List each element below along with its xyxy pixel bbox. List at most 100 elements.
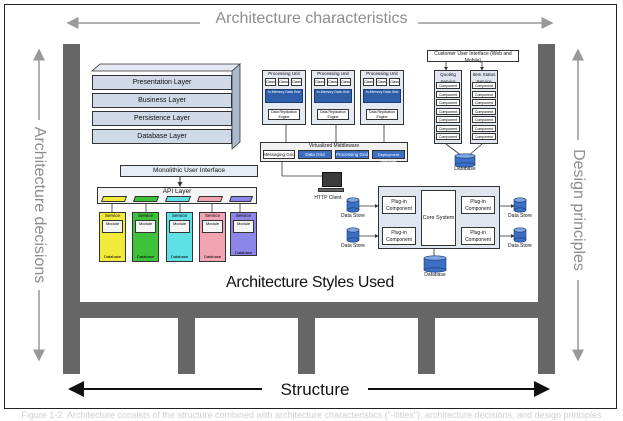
api-layer-label: API Layer [162,188,192,195]
plugin-top-right [461,196,495,214]
microservice-service-label-3: Service [171,213,187,218]
microservice-module-1: Module [102,220,123,233]
structure-frame [63,44,555,374]
api-slot-green [132,196,160,202]
customer-ui-label: Customer User Interface (Web and Mobile) [434,51,512,64]
processing-unit-class-2-1: Class [314,78,325,86]
http-client-monitor-icon [322,172,342,187]
messaging-grid-box [263,150,295,159]
foundation-beam [63,302,555,318]
processing-unit-label-3: Processing Unit [366,71,398,76]
microservice-db-label-4: Database [203,254,222,259]
architecture-decisions-label: Architecture decisions [31,126,48,284]
service-component-1-5: Component [436,116,460,123]
processing-unit-class-3-2: Class [376,78,387,86]
data-grid-label: Data Grid [305,152,325,157]
service-database-icon [454,153,476,168]
microservice-db-label-5: Database [234,250,253,255]
figure-caption: Figure 1-2. Architecture consists of the… [21,410,602,420]
service-database-label: Database [454,166,476,172]
in-memory-grid-1: In-Memory Data Grid [265,89,303,103]
data-grid-box [298,150,332,159]
persistence-layer: Persistence Layer [92,111,232,126]
datastore-bottom-left-label: Data Store [341,243,365,249]
microservice-service-label-2: Service [137,213,153,218]
processing-unit-class-2-3: Class [340,78,351,86]
microservice-db-label-1: Database [103,254,122,259]
microservice-service-label-5: Service [235,213,251,218]
microservice-service-label-4: Service [204,213,220,218]
microservice-module-4: Module [202,220,223,233]
service-component-1-7: Component [436,133,460,140]
api-slot-purple [228,196,254,202]
customer-ui-box [427,50,519,62]
service-component-2-3: Component [472,99,496,106]
replication-engine-1: Data Replication Engine [268,109,300,120]
service-component-2-7: Component [472,133,496,140]
microservice-module-3: Module [169,220,190,233]
service-component-2-5: Component [472,116,496,123]
service-component-1-4: Component [436,107,460,115]
in-memory-grid-3: In-Memory Data Grid [363,89,401,103]
business-layer: Business Layer [92,93,232,108]
http-client-base [318,188,344,192]
http-client-label: HTTP Client [314,195,342,201]
monolithic-ui-box [120,165,258,177]
api-slot-yellow [100,196,128,202]
processing-unit-class-2-2: Class [327,78,338,86]
processing-unit-label-2: Processing Unit [317,71,349,76]
microservice-db-label-3: Database [170,254,189,259]
core-system-box [421,190,456,246]
design-principles-label: Design principles [570,149,587,271]
architecture-characteristics-label: Architecture characteristics [215,10,408,27]
processing-unit-class-1-3: Class [291,78,302,86]
datastore-top-left-icon [346,197,360,213]
service-component-1-1: Component [436,82,460,89]
deployment-manager-label: Deployment Manager [377,152,400,164]
messaging-grid-label: Messaging Grid [263,152,295,157]
processing-grid-label: Processing Grid [335,152,368,157]
processing-unit-class-3-1: Class [363,78,374,86]
database-layer: Database Layer [92,129,232,144]
plugin-bottom-right-label: Plug-in Component [465,230,491,243]
microservice-column-5 [230,212,257,256]
right-pillar [538,44,555,374]
microkernel-database-icon [423,255,447,273]
core-system-label: Core System [422,215,455,221]
leg-3 [418,318,435,374]
leg-2 [298,318,315,374]
microservice-module-2: Module [135,220,156,233]
service-component-1-3: Component [436,99,460,106]
api-slot-cyan [164,196,192,202]
processing-unit-class-3-3: Class [389,78,400,86]
virtualized-middleware-label: Virtualized Middleware [308,143,360,149]
microservice-db-label-2: Database [136,254,155,259]
virtualized-middleware-box [260,142,408,162]
presentation-layer: Presentation Layer [92,75,232,90]
plugin-top-left [382,196,416,214]
service-component-1-2: Component [436,90,460,98]
processing-grid-box [335,150,369,159]
monolithic-ui-label: Monolithic User Interface [153,167,225,174]
replication-engine-2: Data Replication Engine [317,109,349,120]
service-component-2-6: Component [472,124,496,132]
processing-unit-label-1: Processing Unit [268,71,300,76]
microservice-module-5: Module [233,220,254,233]
processing-unit-class-1-1: Class [265,78,276,86]
datastore-top-right-icon [513,197,527,213]
service-component-2-4: Component [472,107,496,115]
plugin-bottom-left-label: Plug-in Component [386,230,412,243]
service-component-2-1: Component [472,82,496,89]
item-status-service-label: Item Status Service [472,72,496,84]
api-slot-pink [196,196,224,202]
leg-1 [178,318,195,374]
service-component-1-6: Component [436,124,460,132]
plugin-bottom-right [461,227,495,245]
plugin-bottom-left [382,227,416,245]
datastore-top-left-label: Data Store [341,213,365,219]
quoting-service-label: Quoting Service [440,72,456,84]
architecture-styles-label: Architecture Styles Used [226,274,394,291]
datastore-bottom-right-icon [513,227,527,243]
